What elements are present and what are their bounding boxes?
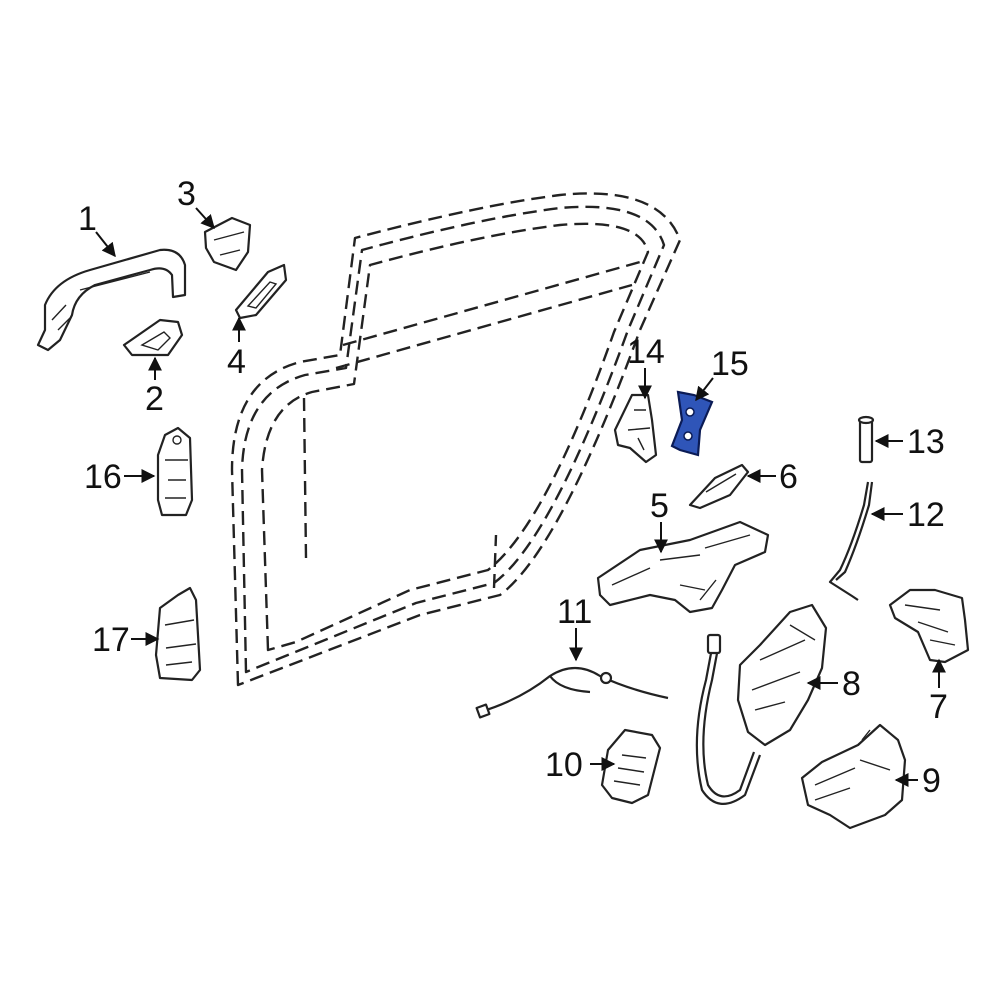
callout-7: 7: [929, 688, 948, 726]
part-10-switch: [600, 728, 662, 805]
part-14-bracket: [613, 393, 658, 464]
part-16-upper-hinge: [156, 426, 194, 517]
door-frame-outline: [230, 192, 682, 687]
callout-15: 15: [711, 345, 749, 383]
callout-13: 13: [907, 423, 945, 461]
callout-2: 2: [145, 380, 164, 418]
callout-4: 4: [227, 343, 246, 381]
callout-labels: 1 2 3 4 5 6 7 8 9 10 11 12 13 14 15 16 1…: [78, 175, 948, 800]
callout-5: 5: [650, 487, 669, 525]
part-7-bracket: [888, 588, 970, 664]
callout-1: 1: [78, 200, 97, 238]
part-2-handle-bezel: [122, 318, 184, 357]
callout-3: 3: [177, 175, 196, 213]
part-9-actuator: [800, 723, 907, 830]
part-1-outside-handle: [36, 248, 187, 352]
callout-6: 6: [779, 458, 798, 496]
part-15-reinforcement-plate: [670, 390, 714, 457]
callout-10: 10: [545, 746, 583, 784]
callout-8: 8: [842, 665, 861, 703]
callout-12: 12: [907, 496, 945, 534]
part-4-gasket: [234, 263, 288, 320]
part-13-pin: [857, 415, 875, 464]
part-5-handle-carrier: [596, 520, 770, 614]
part-6-inside-handle: [688, 463, 750, 510]
part-3-cylinder-cap: [203, 216, 252, 272]
callout-17: 17: [92, 621, 130, 659]
callout-11: 11: [557, 593, 592, 631]
callout-16: 16: [84, 458, 122, 496]
callout-14: 14: [627, 333, 665, 371]
part-12-link-rod: [828, 481, 874, 601]
part-17-lower-hinge: [154, 586, 202, 682]
leader-lines: [95, 207, 946, 787]
part-11-release-cable: [475, 666, 669, 719]
callout-9: 9: [922, 762, 941, 800]
